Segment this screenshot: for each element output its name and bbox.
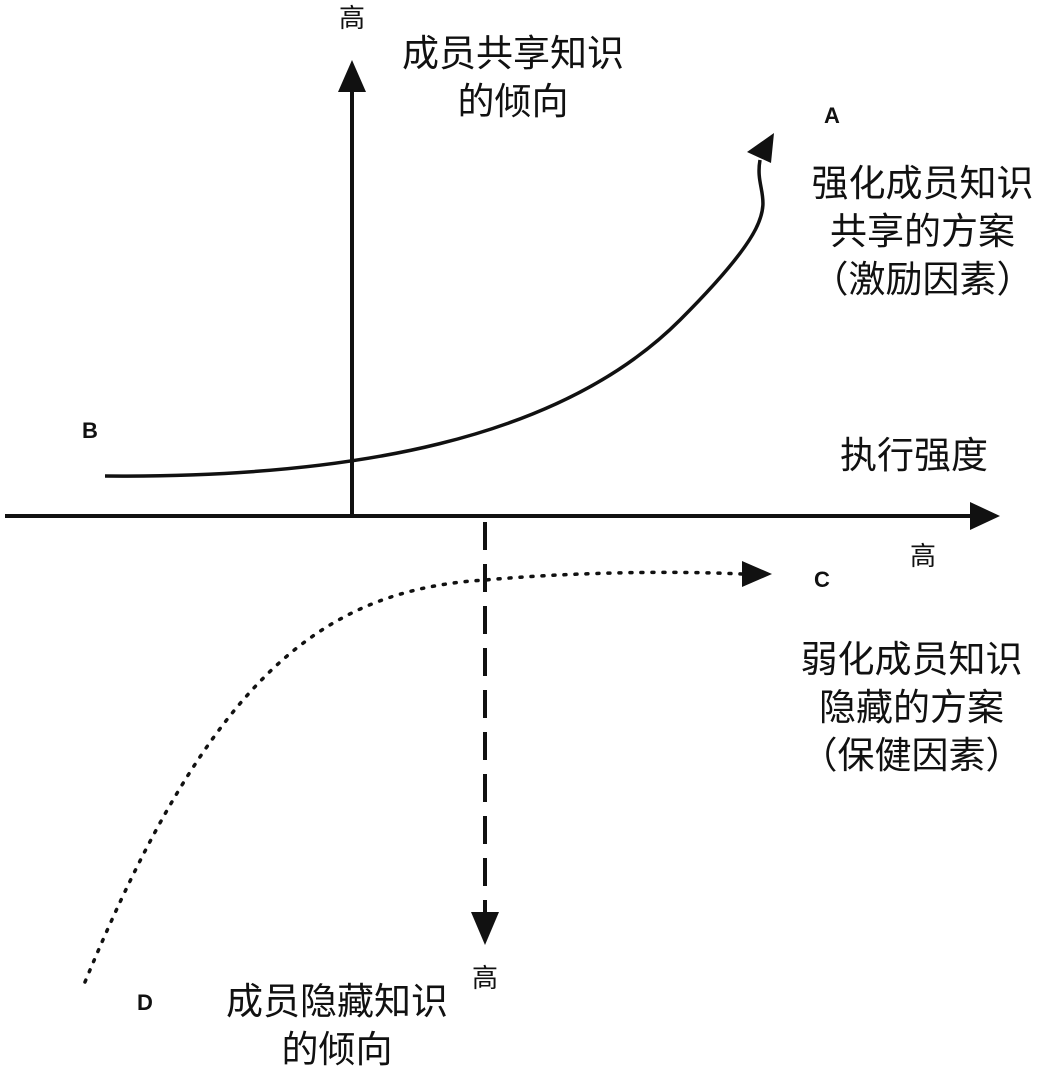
y-up-axis-label-line1: 成员共享知识: [402, 32, 624, 75]
y-up-high-label: 高: [339, 4, 366, 34]
hygiene-annotation: 弱化成员知识 隐藏的方案 （保健因素）: [784, 636, 1039, 780]
y-down-axis-arrowhead: [471, 912, 499, 945]
hygiene-annotation-line2: 隐藏的方案: [819, 686, 1004, 729]
point-b-label: B: [82, 418, 98, 443]
x-axis-label: 执行强度: [840, 434, 988, 477]
y-up-axis-label-line2: 的倾向: [457, 80, 569, 123]
point-c-label: C: [814, 567, 830, 592]
point-d-label: D: [137, 990, 153, 1015]
y-down-axis-label-line1: 成员隐藏知识: [226, 980, 448, 1023]
hygiene-annotation-line1: 弱化成员知识: [800, 638, 1023, 681]
x-axis-arrowhead: [970, 502, 1000, 530]
y-down-axis-label: 成员隐藏知识 的倾向: [212, 978, 462, 1074]
motivator-annotation-line2: 共享的方案: [830, 210, 1015, 253]
hygiene-annotation-line3: （保健因素）: [800, 734, 1023, 777]
motivator-curve-arrowhead: [747, 133, 774, 163]
y-down-axis-label-line2: 的倾向: [281, 1028, 393, 1071]
y-axis-arrowhead: [338, 60, 366, 92]
y-down-high-label: 高: [472, 964, 499, 994]
motivator-annotation-line1: 强化成员知识: [811, 162, 1034, 205]
motivator-curve: [104, 159, 765, 478]
hygiene-curve-arrowhead: [742, 561, 772, 587]
x-high-label: 高: [910, 542, 937, 572]
hygiene-curve: [83, 570, 744, 984]
motivator-annotation: 强化成员知识 共享的方案 （激励因素）: [795, 160, 1044, 304]
motivator-annotation-line3: （激励因素）: [811, 258, 1034, 301]
point-a-label: A: [824, 103, 840, 128]
y-up-axis-label: 成员共享知识 的倾向: [388, 30, 638, 126]
